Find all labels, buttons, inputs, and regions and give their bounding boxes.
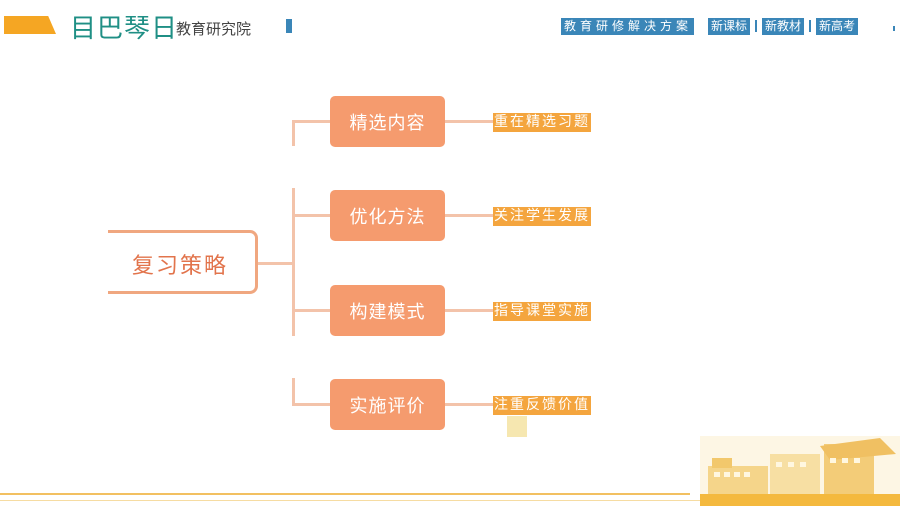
- leaf-select-exercises: 重在精选习题: [493, 113, 591, 132]
- tab-new-curriculum[interactable]: 新课标: [708, 17, 751, 35]
- connector-spine: [292, 188, 295, 336]
- leaf-student-development: 关注学生发展: [493, 207, 591, 226]
- header-marker: [893, 26, 895, 31]
- leaf-feedback-value: 注重反馈价值: [493, 396, 591, 415]
- connector-arm-2: [292, 214, 330, 217]
- branch-node-implement-evaluation: 实施评价: [330, 379, 445, 430]
- tab-divider: [755, 20, 758, 32]
- connector-leaf-4: [445, 403, 493, 406]
- connector-arm-3: [292, 309, 330, 312]
- footer-rule: [0, 493, 690, 495]
- footer-rule-thin: [0, 500, 900, 501]
- branch-node-select-content: 精选内容: [330, 96, 445, 147]
- connector-bottom-arm: [292, 403, 330, 406]
- leaf-classroom-guidance: 指导课堂实施: [493, 302, 591, 321]
- tab-divider: [809, 20, 812, 32]
- tab-solutions[interactable]: 教育研修解决方案: [561, 17, 695, 35]
- branch-node-build-model: 构建模式: [330, 285, 445, 336]
- connector-root-stem: [258, 262, 292, 265]
- logo-text: 目巴琴日: [70, 14, 179, 44]
- mindmap-root-frame: [108, 230, 258, 294]
- tab-new-textbook[interactable]: 新教材: [762, 17, 805, 35]
- highlight-block: [507, 416, 527, 437]
- logo-subtitle: 教育研究院: [176, 20, 252, 38]
- connector-leaf-3: [445, 309, 493, 312]
- connector-leaf-1: [445, 120, 493, 123]
- logo-separator: [286, 19, 292, 33]
- connector-top-curve: [292, 120, 295, 146]
- connector-bottom-curve: [292, 378, 295, 406]
- tab-new-gaokao[interactable]: 新高考: [816, 17, 859, 35]
- mindmap-root-label: 复习策略: [132, 254, 229, 279]
- header-tabs: 教育研修解决方案 新课标 新教材 新高考: [561, 17, 859, 35]
- logo-accent-bar: [4, 16, 56, 34]
- connector-leaf-2: [445, 214, 493, 217]
- branch-node-optimize-method: 优化方法: [330, 190, 445, 241]
- campus-building-illustration: [700, 436, 900, 506]
- connector-top-arm: [292, 120, 330, 123]
